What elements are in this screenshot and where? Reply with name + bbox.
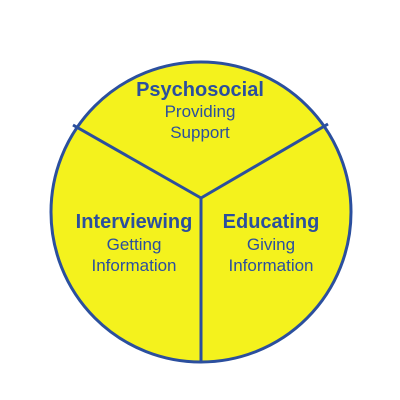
divider-line-left [72,123,202,200]
segment-title: Interviewing [76,211,193,233]
segment-psychosocial: Psychosocial Providing Support [136,79,264,142]
segment-line-1: Giving [247,235,295,254]
segment-title: Educating [223,211,320,233]
segment-line-2: Information [228,256,313,275]
segment-line-2: Support [170,123,230,142]
segment-line-1: Getting [107,235,162,254]
divider-line-right [200,122,329,200]
segment-interviewing: Interviewing Getting Information [76,211,193,275]
segment-educating: Educating Giving Information [223,211,320,275]
segment-title: Psychosocial [136,79,264,101]
segment-line-1: Providing [165,102,236,121]
segment-line-2: Information [91,256,176,275]
